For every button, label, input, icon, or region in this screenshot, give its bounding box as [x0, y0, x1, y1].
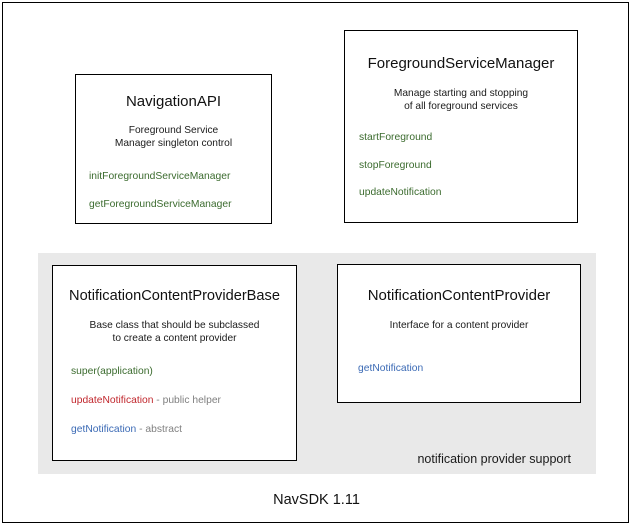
member-name: startForeground: [359, 132, 433, 144]
class-member[interactable]: getForegroundServiceManager: [89, 198, 271, 210]
member-name: updateNotification: [359, 186, 442, 198]
member-list-notification-content-provider-base: super(application) updateNotification - …: [53, 365, 296, 436]
class-member[interactable]: getNotification - abstract: [71, 425, 296, 435]
class-description-line: Foreground Service: [128, 125, 219, 137]
class-member[interactable]: stopForeground: [359, 159, 577, 171]
class-box-navigation-api[interactable]: NavigationAPI Foreground Service Manager…: [75, 74, 272, 224]
member-name: initForegroundServiceManager: [89, 171, 231, 183]
class-description-line: Interface for a content provider: [389, 320, 529, 332]
class-box-foreground-service-manager[interactable]: ForegroundServiceManager Manage starting…: [344, 30, 578, 223]
class-box-notification-content-provider[interactable]: NotificationContentProvider Interface fo…: [337, 264, 581, 403]
class-title-notification-content-provider: NotificationContentProvider: [367, 287, 551, 304]
class-title-navigation-api: NavigationAPI: [125, 93, 222, 110]
class-box-notification-content-provider-base[interactable]: NotificationContentProviderBase Base cla…: [52, 265, 297, 461]
member-list-notification-content-provider: getNotification: [338, 364, 580, 374]
class-member[interactable]: super(application): [71, 365, 296, 377]
class-member[interactable]: updateNotification - public helper: [71, 396, 296, 406]
class-description-line: Manager singleton control: [114, 138, 233, 150]
class-member[interactable]: initForegroundServiceManager: [89, 172, 271, 182]
member-name: updateNotification: [71, 395, 154, 407]
member-note: - abstract: [136, 424, 183, 436]
member-name: getNotification: [71, 424, 137, 436]
group-panel-label: notification provider support: [417, 452, 571, 466]
class-title-foreground-service-manager: ForegroundServiceManager: [367, 55, 555, 72]
class-description-line: Base class that should be subclassed: [89, 319, 260, 331]
class-member[interactable]: getNotification: [358, 364, 580, 374]
class-description-line: of all foreground services: [404, 101, 518, 113]
diagram-footer-caption: NavSDK 1.11: [273, 492, 360, 508]
member-name: stopForeground: [359, 159, 432, 171]
class-description-line: to create a content provider: [112, 332, 237, 344]
class-description-notification-content-provider-base: Base class that should be subclassed to …: [53, 319, 296, 345]
class-member[interactable]: updateNotification: [359, 186, 577, 198]
class-description-foreground-service-manager: Manage starting and stopping of all fore…: [345, 87, 577, 113]
class-member[interactable]: startForeground: [359, 133, 577, 143]
member-list-foreground-service-manager: startForeground stopForeground updateNot…: [345, 133, 577, 198]
member-name: getForegroundServiceManager: [89, 198, 232, 210]
member-note: - public helper: [153, 395, 221, 407]
member-name: getNotification: [358, 363, 424, 375]
member-list-navigation-api: initForegroundServiceManager getForegrou…: [76, 172, 271, 210]
member-name: super(application): [71, 365, 153, 377]
class-description-line: Manage starting and stopping: [393, 88, 529, 100]
class-title-notification-content-provider-base: NotificationContentProviderBase: [69, 288, 280, 304]
class-description-navigation-api: Foreground Service Manager singleton con…: [76, 124, 271, 150]
class-description-notification-content-provider: Interface for a content provider: [338, 319, 580, 332]
